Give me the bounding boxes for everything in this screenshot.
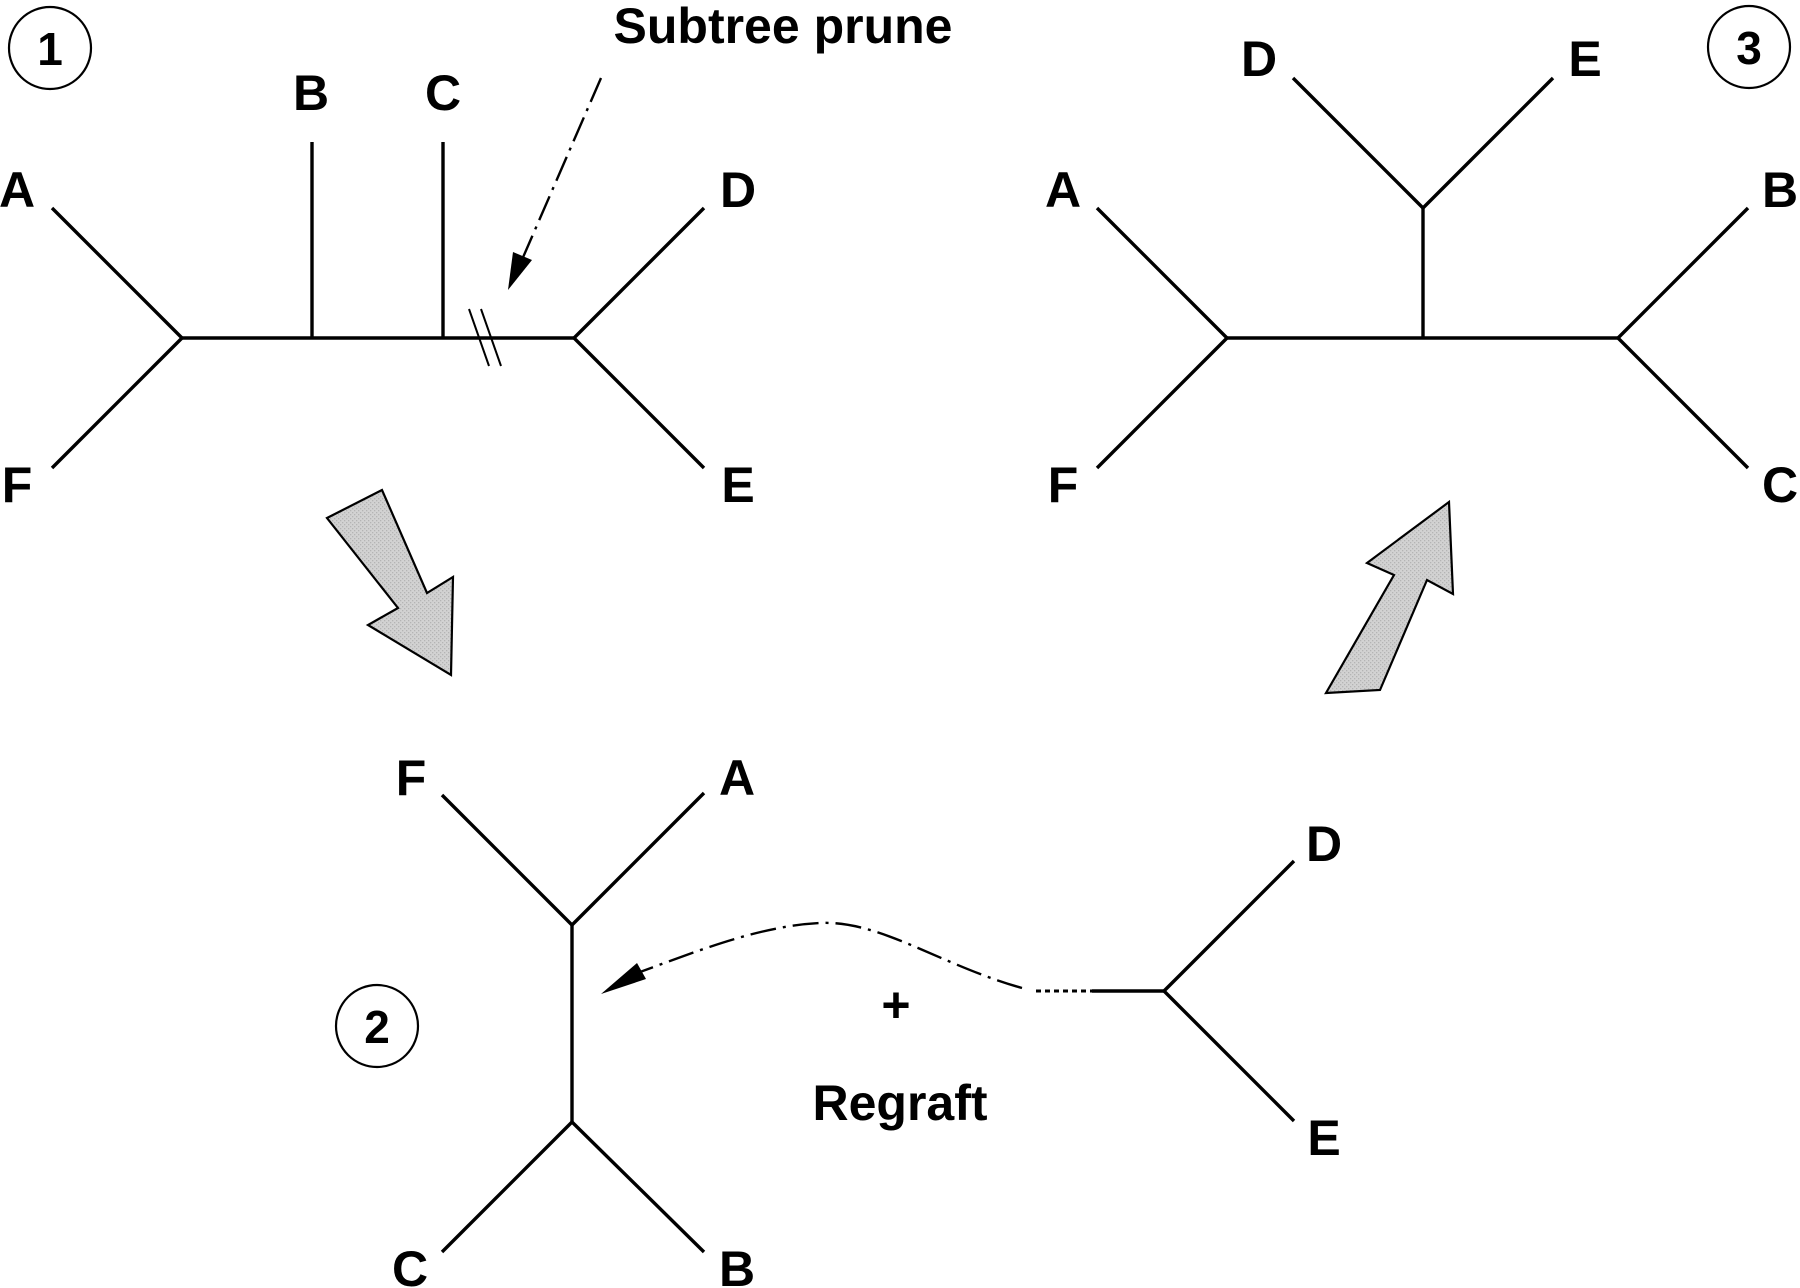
arrow-step1-to-step2 [325,488,455,677]
tree-1-label-b: B [293,65,329,121]
step-2-circle [334,983,420,1069]
step-1-number: 1 [37,23,63,75]
tree-1-label-a: A [0,162,35,218]
tree-3-branch-b [1616,206,1750,340]
tree-1-branch-f [50,336,184,470]
pruned-subtree: D E [1036,816,1342,1166]
tree-3-label-f: F [1048,457,1079,513]
tree-3-branch-c [1616,336,1750,470]
cut-mark-left [468,308,490,367]
plus-sign: + [881,977,910,1033]
regraft-annotation: + Regraft [601,921,1023,1131]
tree-3-label-a: A [1045,162,1081,218]
regraft-pointer-line [639,921,1023,990]
cut-mark-right [480,308,502,367]
tree-1-branch-a [50,206,184,340]
tree-2-label-f: F [396,750,427,806]
tree-3-branch-f [1095,336,1229,470]
step-1-circle [7,5,93,91]
tree-3-label-e: E [1568,31,1601,87]
tree-2-branch-a [570,791,706,927]
regraft-label: Regraft [812,1075,987,1131]
tree-2-branch-c [440,1120,574,1254]
tree-2: F A C B 2 [334,750,755,1288]
tree-1-branch-e [572,336,706,470]
prune-pointer-line [519,77,603,263]
tree-1-label-c: C [425,65,461,121]
tree-1: 1 A B C D E F Subtree prune [0,0,952,513]
tree-2-branch-b [570,1120,706,1254]
tree-3-branch-e [1421,76,1555,210]
subtree-label-d: D [1306,816,1342,872]
step-3-circle [1706,4,1792,90]
arrow-step2-to-step3 [1324,499,1455,695]
subtree-branch-e [1162,989,1296,1123]
tree-3-label-c: C [1762,457,1798,513]
regraft-pointer-head [601,963,646,994]
tree-2-branch-f [440,793,574,927]
tree-2-label-a: A [719,750,755,806]
tree-1-label-d: D [720,162,756,218]
tree-3-label-b: B [1762,162,1798,218]
tree-1-label-f: F [2,457,33,513]
tree-1-branch-d [572,206,706,340]
tree-3-label-d: D [1241,31,1277,87]
tree-1-label-e: E [721,457,754,513]
step-2-number: 2 [364,1001,390,1053]
subtree-label-e: E [1307,1110,1340,1166]
subtree-prune-label: Subtree prune [614,0,953,54]
tree-3-branch-d [1291,76,1425,210]
tree-2-label-b: B [719,1241,755,1288]
tree-3: 3 A F D E B C [1045,4,1798,513]
subtree-branch-d [1162,859,1296,993]
tree-3-branch-a [1095,206,1229,340]
prune-pointer-head [508,252,532,290]
step-3-number: 3 [1736,22,1762,74]
tree-2-label-c: C [392,1241,428,1288]
